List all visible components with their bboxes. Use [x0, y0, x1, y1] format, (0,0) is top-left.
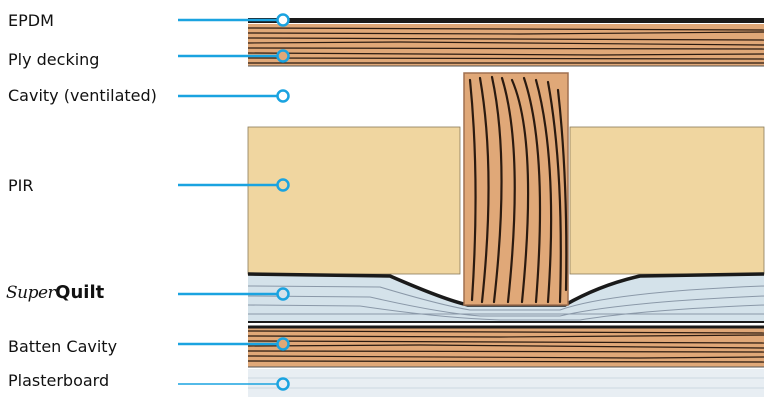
label-batten-cavity: Batten Cavity	[8, 337, 118, 356]
leader-cavity	[178, 89, 290, 103]
timber-rafter	[463, 72, 569, 306]
label-epdm: EPDM	[8, 11, 54, 30]
leader-plasterboard	[178, 377, 290, 391]
label-pir: PIR	[8, 176, 34, 195]
label-plasterboard: Plasterboard	[8, 371, 110, 390]
plasterboard-layer	[248, 369, 764, 397]
leader-batten	[178, 337, 290, 351]
label-superquilt: SuperQuilt	[6, 282, 104, 303]
leader-superquilt	[178, 287, 290, 301]
leader-epdm	[178, 13, 290, 27]
batten-cavity	[247, 325, 765, 368]
pir-boards	[247, 126, 765, 275]
label-ply-decking: Ply decking	[8, 50, 100, 69]
ply-decking	[247, 24, 765, 67]
leader-ply	[178, 49, 290, 63]
superquilt-quilt-text: Quilt	[55, 282, 105, 303]
label-cavity: Cavity (ventilated)	[8, 86, 157, 105]
superquilt-super-text: Super	[6, 283, 56, 303]
leader-pir	[178, 178, 290, 192]
epdm-membrane	[248, 18, 764, 23]
